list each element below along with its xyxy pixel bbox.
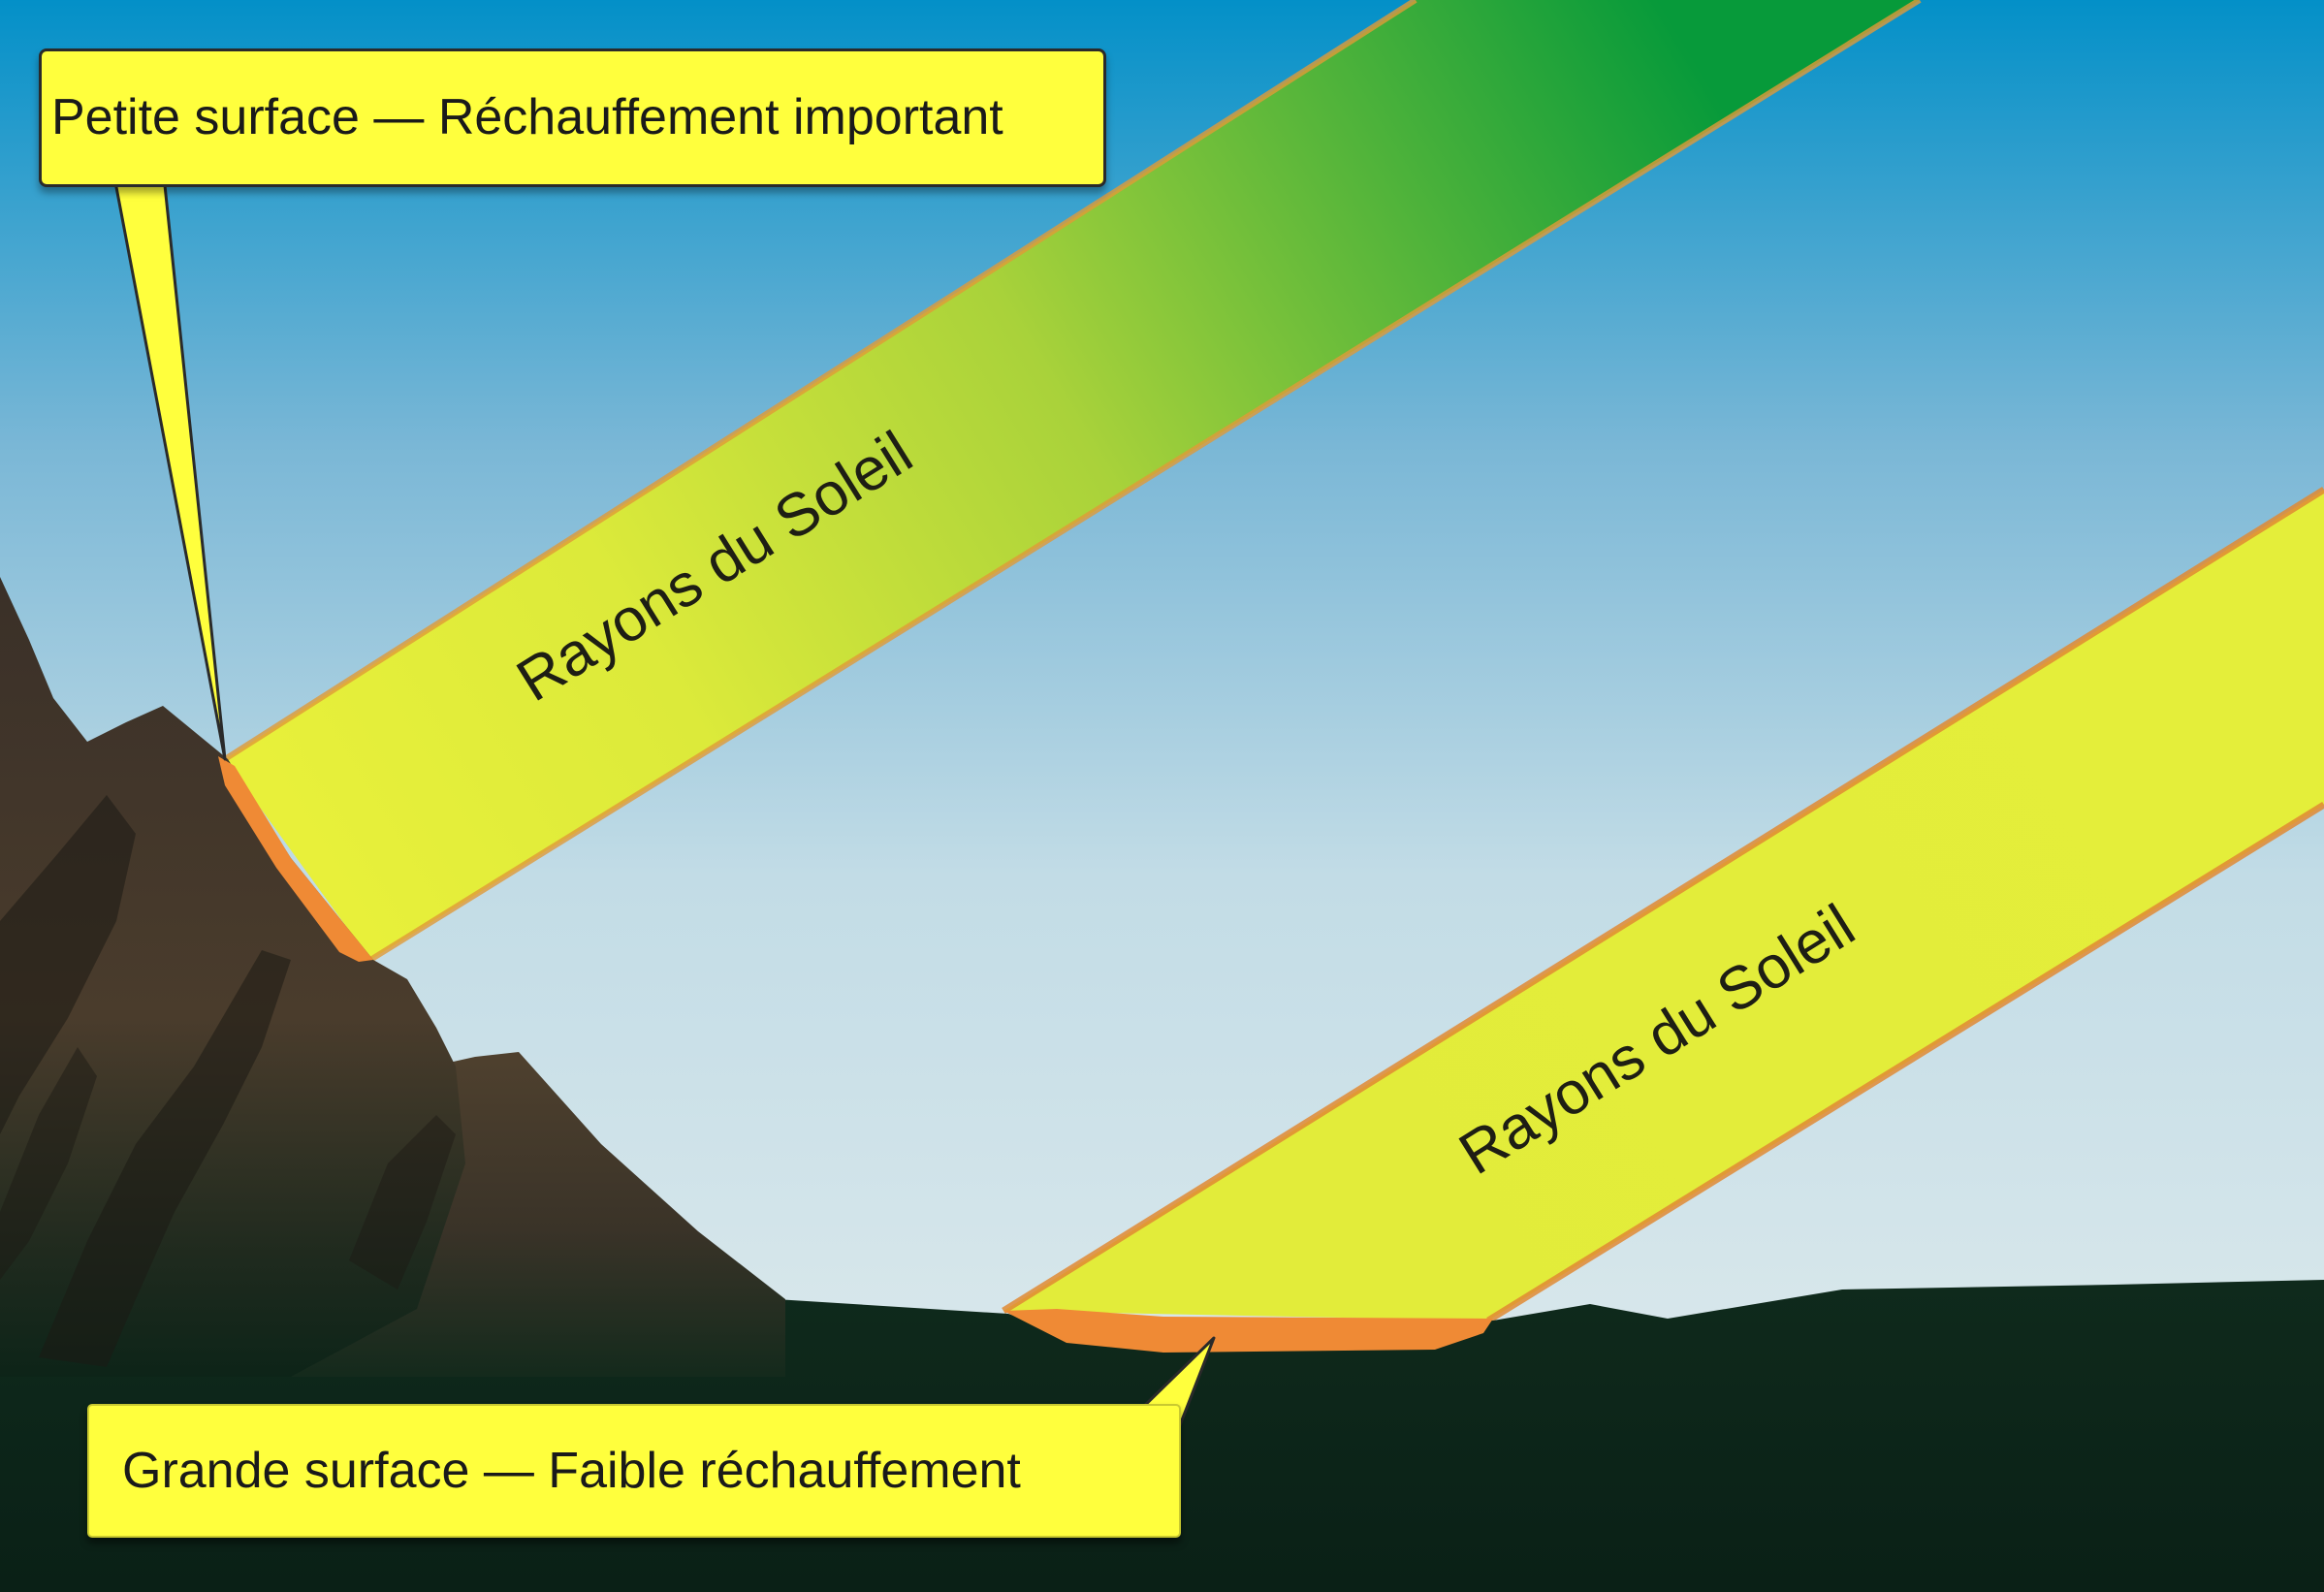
mountain-ridge bbox=[349, 1115, 456, 1290]
sun-beam-upper-edge bbox=[368, 0, 1922, 963]
sun-beam-upper-edge bbox=[223, 0, 1417, 762]
mountain-ridge bbox=[39, 950, 291, 1367]
sun-beam-lower-edge bbox=[1002, 487, 2324, 1314]
mountain-ridge bbox=[0, 1047, 97, 1280]
sun-beam-upper bbox=[225, 0, 1920, 960]
heated-patch-small bbox=[218, 756, 373, 962]
mountain-ridge bbox=[0, 795, 136, 1134]
callout-small-surface: Petite surface — Réchauffement important bbox=[39, 48, 1106, 187]
sun-beam-lower-edge bbox=[1486, 802, 2324, 1323]
callout-large-surface: Grande surface — Faible réchauffement bbox=[87, 1404, 1181, 1538]
mountain-main bbox=[0, 577, 465, 1377]
heated-patch-large bbox=[1003, 1309, 1493, 1353]
